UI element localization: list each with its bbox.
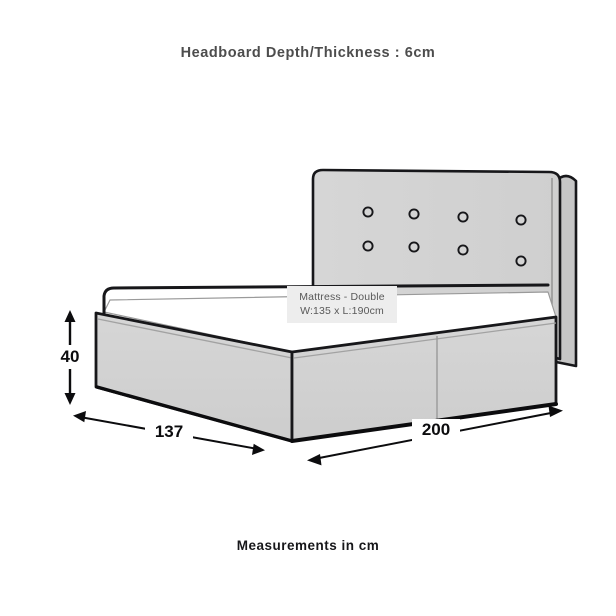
headboard-button	[408, 241, 420, 253]
mattress-label-line2: W:135 x L:190cm	[300, 305, 384, 317]
base-back-rail	[102, 283, 550, 316]
page-title: Headboard Depth/Thickness : 6cm	[180, 45, 436, 61]
base-left-bevel	[97, 318, 293, 359]
mattress-label: Mattress - Double W:135 x L:190cm	[287, 286, 397, 323]
footer-caption: Measurements in cm	[236, 538, 380, 553]
dimension-label-height: 40	[52, 345, 88, 369]
base-bottom-shadow-left	[95, 385, 294, 443]
base-front-bevel	[293, 322, 557, 359]
headboard-button	[515, 214, 527, 226]
headboard-button	[408, 208, 420, 220]
headboard-button	[515, 255, 527, 267]
headboard-button	[362, 206, 374, 218]
headboard-button	[457, 244, 469, 256]
dimension-label-length: 200	[412, 419, 460, 441]
mattress-label-line1: Mattress - Double	[299, 291, 385, 303]
headboard-button	[362, 240, 374, 252]
dimension-label-width: 137	[145, 421, 193, 443]
headboard-buttons	[362, 206, 527, 267]
headboard-button	[457, 211, 469, 223]
